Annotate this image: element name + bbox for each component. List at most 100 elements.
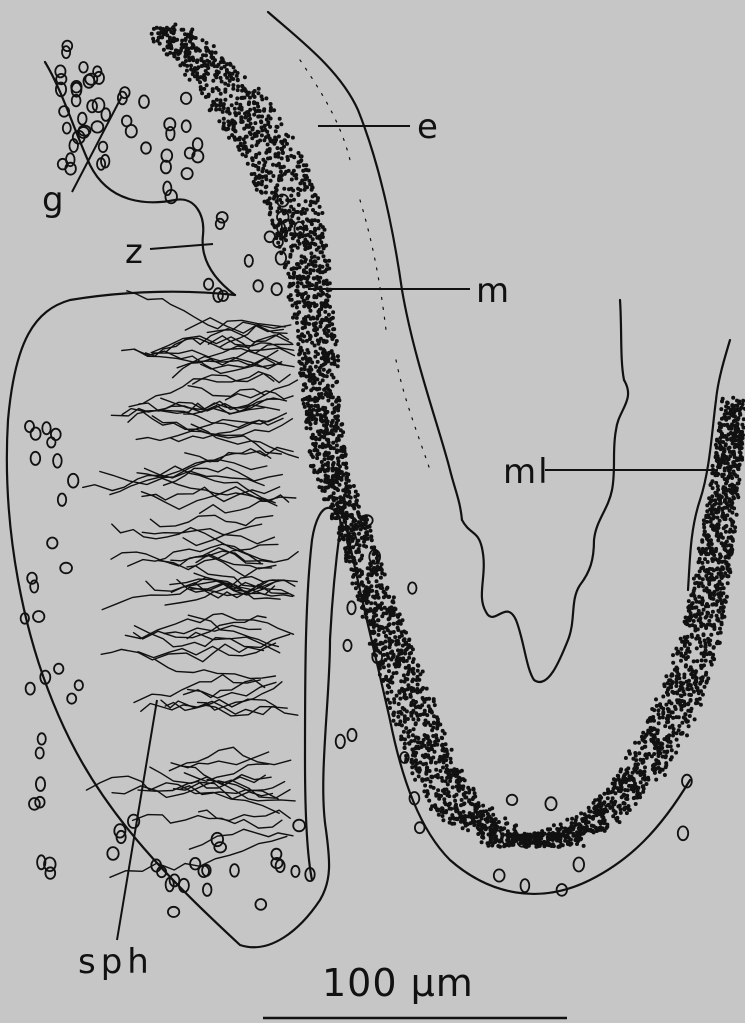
stipple-dot [452, 774, 454, 776]
stipple-dot [412, 772, 414, 774]
stipple-dot [654, 743, 656, 745]
stipple-dot [557, 837, 559, 839]
stipple-dot [424, 710, 426, 712]
stipple-dot [185, 60, 187, 62]
stipple-dot [433, 698, 435, 700]
stipple-dot [676, 682, 678, 684]
stipple-dot [266, 98, 268, 100]
stipple-dot [730, 432, 732, 434]
stipple-dot [710, 521, 712, 523]
stipple-dot [571, 828, 573, 830]
stipple-dot [711, 574, 713, 576]
stipple-dot [295, 211, 297, 213]
stipple-dot [723, 417, 725, 419]
stipple-dot [743, 418, 745, 420]
stipple-dot [340, 429, 342, 431]
stipple-dot [482, 805, 484, 807]
cell-nucleus [107, 847, 118, 860]
stipple-dot [249, 118, 251, 120]
stipple-dot [699, 641, 701, 643]
stipple-dot [736, 431, 738, 433]
stipple-dot [462, 778, 464, 780]
stipple-dot [442, 780, 444, 782]
stipple-dot [736, 514, 738, 516]
stipple-dot [287, 156, 289, 158]
stipple-dot [667, 689, 669, 691]
stipple-dot [309, 358, 311, 360]
stipple-dot [299, 361, 301, 363]
stipple-dot [408, 688, 410, 690]
stipple-dot [513, 829, 515, 831]
stipple-dot [303, 305, 305, 307]
stipple-dot [500, 827, 502, 829]
stipple-dot [409, 730, 411, 732]
stipple-dot [731, 424, 733, 426]
stipple-dot [698, 561, 700, 563]
stipple-dot [452, 787, 454, 789]
stipple-dot [430, 762, 432, 764]
stipple-dot [424, 785, 426, 787]
stipple-dot [670, 679, 672, 681]
stipple-dot [404, 709, 406, 711]
stipple-dot [322, 319, 324, 321]
stipple-dot [209, 109, 211, 111]
stipple-dot [398, 653, 400, 655]
stipple-dot [410, 715, 412, 717]
stipple-dot [332, 397, 334, 399]
stipple-dot [358, 506, 360, 508]
stipple-dot [716, 619, 718, 621]
stipple-dot [743, 427, 745, 429]
stipple-dot [342, 463, 344, 465]
stipple-dot [712, 465, 714, 467]
stipple-dot [421, 745, 423, 747]
stipple-dot [215, 52, 217, 54]
stipple-dot [299, 266, 301, 268]
stipple-dot [445, 743, 447, 745]
stipple-dot [237, 146, 239, 148]
stipple-dot [266, 186, 268, 188]
stipple-dot [301, 180, 303, 182]
stipple-dot [684, 645, 686, 647]
stipple-dot [257, 142, 259, 144]
stipple-dot [644, 746, 646, 748]
stipple-dot [319, 446, 321, 448]
stipple-dot [611, 806, 613, 808]
stipple-dot [265, 136, 267, 138]
stipple-dot [313, 471, 315, 473]
stipple-dot [370, 536, 372, 538]
stipple-dot [370, 590, 372, 592]
cell-nucleus [36, 777, 45, 791]
stipple-dot [411, 766, 413, 768]
stipple-dot [404, 743, 406, 745]
stipple-dot [290, 155, 292, 157]
stipple-dot [290, 149, 292, 151]
stipple-dot [308, 307, 310, 309]
stipple-dot [309, 372, 311, 374]
stipple-dot [186, 70, 188, 72]
stipple-dot [716, 600, 718, 602]
stipple-dot [404, 721, 406, 723]
stipple-dot [324, 433, 326, 435]
stipple-dot [207, 67, 209, 69]
cell-nucleus [53, 454, 62, 468]
stipple-dot [196, 75, 198, 77]
stipple-dot [389, 617, 391, 619]
stipple-dot [490, 818, 492, 820]
stipple-dot [304, 261, 306, 263]
stipple-dot [495, 836, 497, 838]
stipple-dot [313, 201, 315, 203]
stipple-dot [344, 494, 346, 496]
stipple-dot [363, 541, 365, 543]
stipple-dot [394, 663, 396, 665]
stipple-dot [693, 590, 695, 592]
stipple-dot [435, 734, 437, 736]
stipple-dot [337, 458, 339, 460]
stipple-dot [315, 212, 317, 214]
stipple-dot [311, 418, 313, 420]
stipple-dot [666, 721, 668, 723]
stipple-dot [163, 49, 165, 51]
stipple-dot [367, 567, 369, 569]
cell-nucleus [193, 138, 203, 150]
stipple-dot [709, 547, 711, 549]
stipple-dot [393, 614, 395, 616]
